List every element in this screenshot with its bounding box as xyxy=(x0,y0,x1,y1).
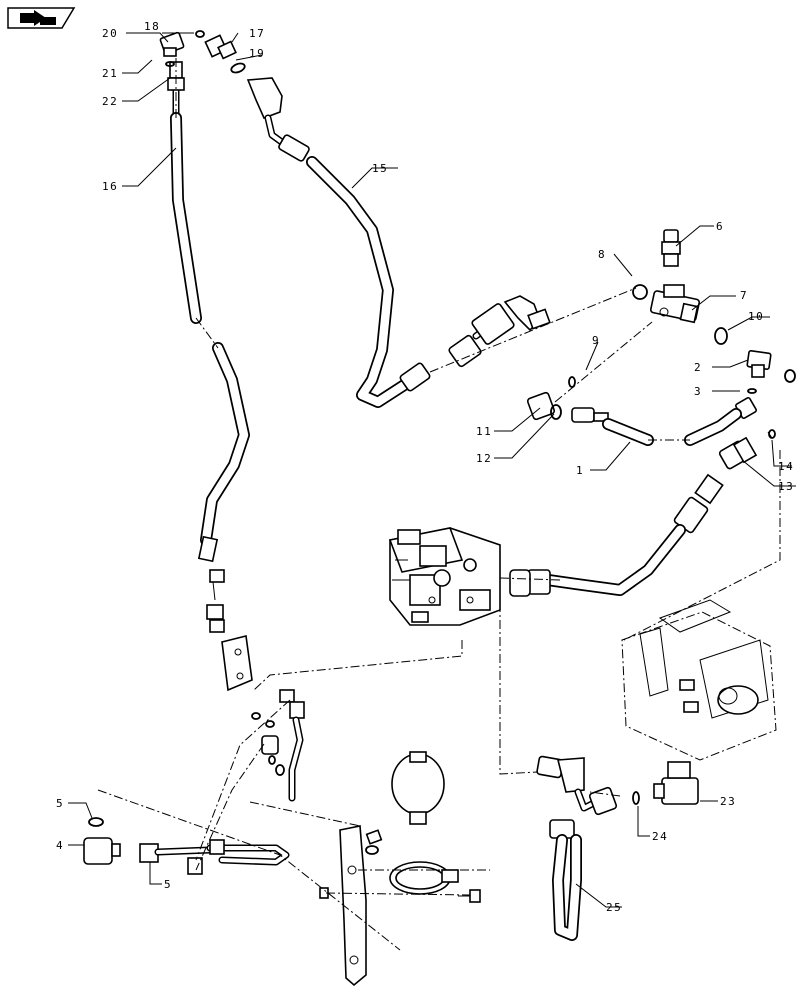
callout-6: 6 xyxy=(716,220,724,233)
fitting-6 xyxy=(661,229,681,267)
o-ring-18 xyxy=(195,30,205,38)
callout-12: 12 xyxy=(476,452,492,465)
connector-17 xyxy=(204,34,237,60)
tee-fitting-23 xyxy=(653,761,699,805)
callout-21: 21 xyxy=(102,67,118,80)
callout-2: 2 xyxy=(694,361,702,374)
callout-16: 16 xyxy=(102,180,118,193)
valve-block xyxy=(388,527,501,626)
hose-15 xyxy=(246,77,551,408)
o-ring-19 xyxy=(230,62,246,74)
return-arrow-icon[interactable] xyxy=(7,7,76,29)
callout-13: 13 xyxy=(778,480,794,493)
elbow-fitting-20 xyxy=(159,31,185,57)
washer xyxy=(365,845,379,855)
callout-5-upper: 5 xyxy=(56,797,64,810)
o-ring-2b xyxy=(784,369,796,383)
callout-5-lower: 5 xyxy=(164,878,172,891)
manifold-block xyxy=(221,635,253,692)
o-ring-24 xyxy=(632,791,640,805)
clamp xyxy=(389,861,459,895)
o-ring-8 xyxy=(632,284,648,300)
o-ring-9 xyxy=(568,376,576,388)
callout-8: 8 xyxy=(598,248,606,261)
callout-9: 9 xyxy=(592,334,600,347)
hose-16 xyxy=(167,61,250,633)
callout-3: 3 xyxy=(694,385,702,398)
callout-23: 23 xyxy=(720,795,736,808)
callout-7: 7 xyxy=(740,289,748,302)
tube-assembly xyxy=(251,689,305,802)
callout-22: 22 xyxy=(102,95,118,108)
callout-14: 14 xyxy=(778,460,794,473)
elbow-fitting-lower xyxy=(536,755,585,793)
tee-fitting-7 xyxy=(649,284,701,324)
o-ring-3 xyxy=(747,388,757,394)
callout-4: 4 xyxy=(56,839,64,852)
hose-25 xyxy=(549,786,618,941)
callout-17: 17 xyxy=(249,27,265,40)
callout-1: 1 xyxy=(576,464,584,477)
callout-labels: 20 18 17 19 21 22 16 15 6 8 7 10 9 2 3 1… xyxy=(56,20,794,914)
hose-13 xyxy=(509,436,758,597)
elbow-fitting-4 xyxy=(83,837,121,865)
callout-20: 20 xyxy=(102,27,118,40)
connection-lines xyxy=(97,58,781,951)
callout-15: 15 xyxy=(372,162,388,175)
callout-19: 19 xyxy=(249,47,265,60)
nut xyxy=(365,829,383,845)
callout-25: 25 xyxy=(606,901,622,914)
o-ring-21 xyxy=(165,61,175,67)
o-ring-10 xyxy=(714,327,728,345)
tube-line-lower xyxy=(139,839,290,875)
callout-18: 18 xyxy=(144,20,160,33)
leader-lines xyxy=(68,32,796,908)
o-ring-5 xyxy=(88,817,104,827)
elbow-fitting-2 xyxy=(746,350,772,378)
callout-24: 24 xyxy=(652,830,668,843)
mounting-bracket xyxy=(339,825,367,987)
callout-11: 11 xyxy=(476,425,492,438)
frame-detail xyxy=(621,599,777,761)
bolt xyxy=(458,889,481,903)
accumulator xyxy=(391,751,445,825)
callout-10: 10 xyxy=(748,310,764,323)
